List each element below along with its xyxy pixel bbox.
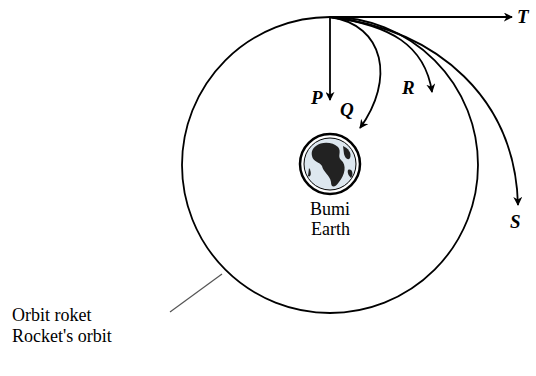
leader-line: [170, 274, 222, 312]
orbit-circle: [182, 17, 478, 313]
orbit-label: Orbit roket: [12, 306, 91, 326]
trajectory-label: Q: [340, 100, 354, 121]
trajectory-label: P: [311, 88, 323, 109]
trajectory-arrows: [330, 17, 518, 205]
trajectory-label: R: [402, 78, 415, 99]
trajectory-label: T: [517, 7, 529, 28]
trajectory-label: S: [510, 212, 521, 233]
earth-globe: [300, 134, 360, 194]
orbit-label: Rocket's orbit: [12, 327, 112, 347]
earth-label: Earth: [311, 220, 350, 240]
earth-label: Bumi: [310, 200, 350, 220]
